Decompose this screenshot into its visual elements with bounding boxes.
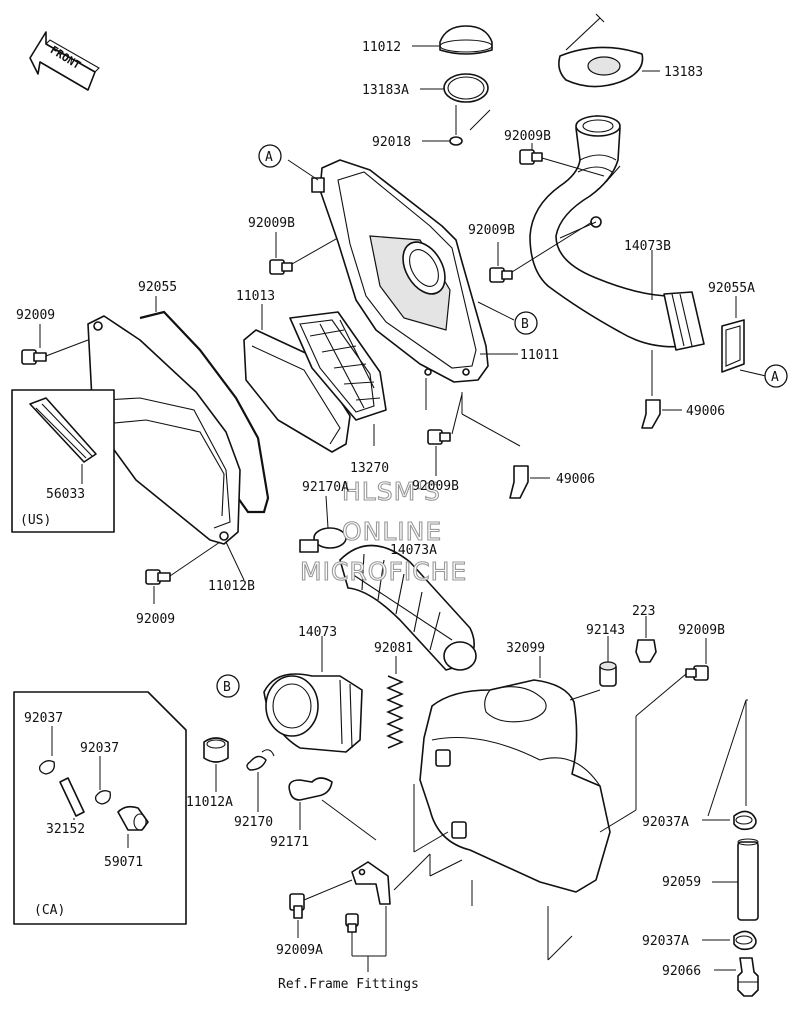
gasket-part-92055A — [721, 296, 745, 373]
label-14073B: 14073B — [624, 239, 671, 254]
label-11013: 11013 — [236, 289, 275, 304]
label-92037-b: 92037 — [80, 741, 119, 756]
label-56033: 56033 — [46, 487, 85, 502]
svg-text:B: B — [223, 680, 231, 695]
label-14073A: 14073A — [390, 543, 437, 558]
label-92143: 92143 — [586, 623, 625, 638]
label-92009B-mid: 92009B — [468, 223, 515, 238]
plate-part-13183A — [443, 73, 489, 103]
bolt-part-92009B-top — [519, 143, 543, 165]
label-11012: 11012 — [362, 40, 401, 55]
svg-text:A: A — [771, 370, 779, 385]
label-92037A-upper: 92037A — [642, 815, 689, 830]
bolt-part-92009B-right — [685, 638, 709, 681]
callout-b-left: B — [216, 674, 240, 698]
label-223: 223 — [632, 604, 655, 619]
watermark-line-3: MICROFICHE — [300, 557, 467, 586]
label-32099: 32099 — [506, 641, 545, 656]
callout-b-right: B — [514, 311, 538, 335]
label-92009B-left: 92009B — [248, 216, 295, 231]
gasket-part-92055 — [139, 296, 270, 514]
filter-element-part-11013 — [243, 329, 351, 453]
label-11012B: 11012B — [208, 579, 255, 594]
front-arrow-icon: FRONT — [29, 31, 100, 91]
bolt-part-frame-fitting-small — [345, 913, 359, 933]
bolt-part-92009B-mid — [489, 242, 513, 283]
tube-part-14073A — [339, 544, 477, 671]
label-92055A: 92055A — [708, 281, 755, 296]
us-inset-box — [11, 389, 115, 533]
label-11012A: 11012A — [186, 795, 233, 810]
label-92009B-right: 92009B — [678, 623, 725, 638]
spring-part-92081 — [386, 656, 404, 749]
clamp-part-92037A-upper — [733, 810, 757, 831]
label-92059: 92059 — [662, 875, 701, 890]
tank-part-32099 — [419, 656, 611, 893]
watermark-line-2: ONLINE — [342, 517, 442, 546]
label-92081: 92081 — [374, 641, 413, 656]
label-92055: 92055 — [138, 280, 177, 295]
label-13183: 13183 — [664, 65, 703, 80]
cap-part-11012 — [439, 25, 493, 55]
drain-part-49006-right — [641, 350, 682, 429]
bolt-part-92009-upper — [21, 324, 47, 365]
label-us: (US) — [20, 513, 51, 528]
label-92037-a: 92037 — [24, 711, 63, 726]
collar-part-92143 — [599, 636, 617, 687]
label-92037A-lower: 92037A — [642, 934, 689, 949]
bolt-part-92009B-low — [427, 429, 451, 476]
seal-part-13183 — [558, 13, 660, 88]
label-92170A: 92170A — [302, 480, 349, 495]
bracket-part-frame-fitting — [351, 853, 431, 905]
clamp-part-92170A — [299, 495, 347, 553]
bolt-part-92009B-left — [269, 232, 293, 275]
svg-text:A: A — [265, 150, 273, 165]
svg-text:B: B — [521, 317, 529, 332]
label-49006-right: 49006 — [686, 404, 725, 419]
airbox-part-11011 — [311, 159, 489, 383]
label-92009B-top: 92009B — [504, 129, 551, 144]
clamp-part-92037A-lower — [733, 930, 757, 951]
bolt-part-92009A — [289, 893, 305, 938]
footer-note: Ref.Frame Fittings — [278, 977, 419, 992]
label-92009A: 92009A — [276, 943, 323, 958]
label-11011: 11011 — [520, 348, 559, 363]
grommet-part-11012A — [203, 737, 229, 792]
callout-a-top: A — [258, 144, 282, 168]
label-13183A: 13183A — [362, 83, 409, 98]
bolt-part-92009-lower — [145, 569, 171, 604]
fitting-part-92066 — [714, 957, 759, 997]
washer-part-92018 — [449, 105, 491, 146]
clip-part-92171 — [288, 777, 333, 830]
label-13270: 13270 — [350, 461, 389, 476]
label-49006-mid: 49006 — [556, 472, 595, 487]
label-ca: (CA) — [34, 903, 65, 918]
callout-a-right: A — [764, 364, 788, 388]
label-59071: 59071 — [104, 855, 143, 870]
label-14073: 14073 — [298, 625, 337, 640]
filter-frame-part-13270 — [289, 311, 387, 421]
duct-part-14073B — [529, 115, 705, 351]
ca-inset-box — [13, 691, 187, 925]
drain-part-49006-mid — [509, 465, 550, 499]
hose-part-92059 — [712, 838, 759, 921]
label-32152: 32152 — [46, 822, 85, 837]
label-92170: 92170 — [234, 815, 273, 830]
label-92009-lower: 92009 — [136, 612, 175, 627]
label-92009B-low: 92009B — [412, 479, 459, 494]
label-92018: 92018 — [372, 135, 411, 150]
clip-part-92170 — [246, 749, 275, 812]
intake-part-14073 — [263, 636, 363, 753]
watermark-line-1: HLSM'S — [342, 477, 441, 506]
label-92009-upper: 92009 — [16, 308, 55, 323]
label-92171: 92171 — [270, 835, 309, 850]
grommet-part-223 — [635, 616, 657, 663]
label-92066: 92066 — [662, 964, 701, 979]
